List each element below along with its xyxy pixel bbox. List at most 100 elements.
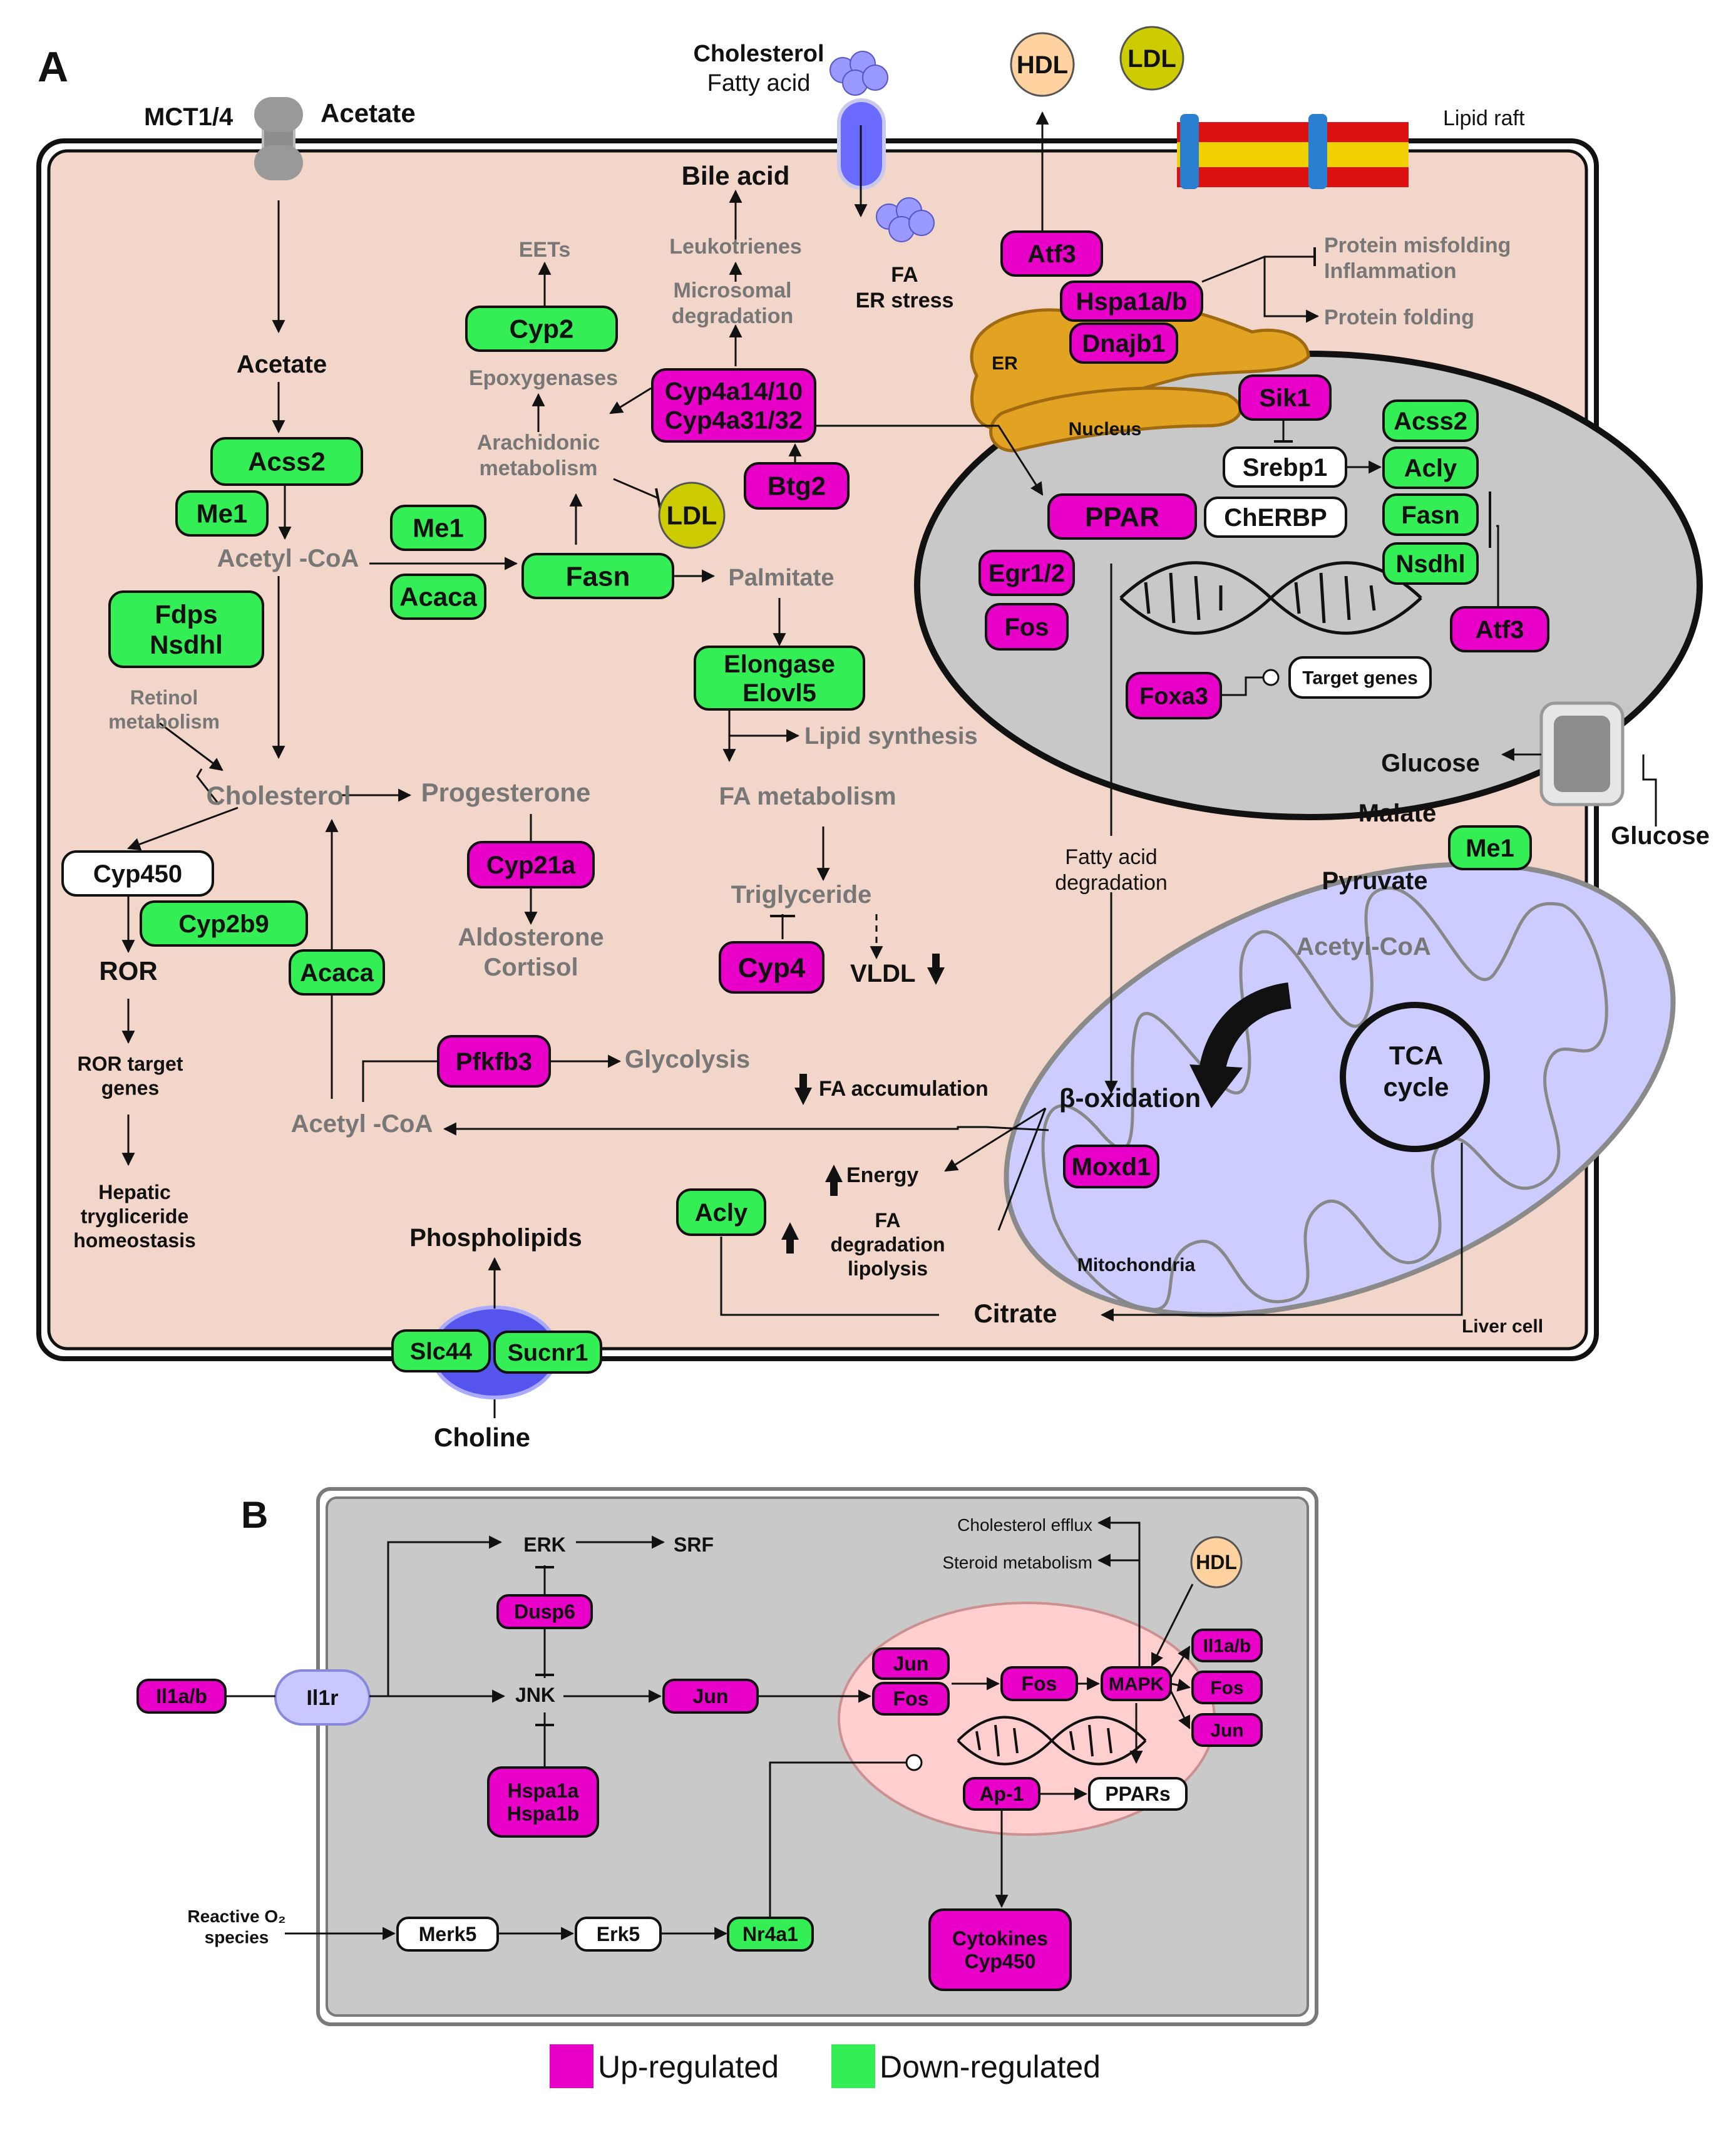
- label-l-faaccum: FA accumulation: [819, 1077, 989, 1101]
- gene-node-label: Slc44: [410, 1339, 472, 1365]
- gene-node-label: Cyp21a: [486, 852, 576, 879]
- gene-node-label: ChERBP: [1224, 504, 1327, 532]
- connector: [997, 1108, 1047, 1231]
- gene-node-label: Il1a/b: [156, 1685, 207, 1707]
- label-l-malate: Malate: [1358, 800, 1437, 827]
- label-l-glucose-out: Glucose: [1611, 822, 1710, 850]
- mct-transporter: [254, 97, 303, 180]
- badge-label: Il1r: [306, 1686, 338, 1710]
- mitochondrion: [1004, 862, 1676, 1317]
- badge-l-ldl-top: LDL: [1119, 26, 1184, 91]
- gene-node-label: Atf3: [1476, 616, 1524, 644]
- label-lb-erk: ERK: [523, 1533, 566, 1556]
- gene-node-a-moxd1: Moxd1: [1063, 1145, 1159, 1188]
- connector: [1170, 1678, 1191, 1692]
- dna-helix-a: [1119, 561, 1422, 635]
- gene-node-label: Pfkfb3: [456, 1048, 532, 1076]
- badge-l-hdl-top: HDL: [1010, 32, 1075, 97]
- label-l-ror: ROR: [99, 956, 157, 986]
- gene-node-label: Jun: [1210, 1721, 1243, 1741]
- pathway-connectors: [121, 111, 1657, 1940]
- label-l-folding: Protein folding: [1324, 306, 1474, 329]
- connector: [127, 806, 239, 851]
- gene-node-b-il1ab-right: Il1a/b: [1191, 1629, 1263, 1662]
- gene-node-label: Cyp2: [510, 314, 574, 344]
- il1r-receptor: [274, 1669, 371, 1726]
- label-lb-cholefflux: Cholesterol efflux: [957, 1515, 1092, 1535]
- gene-node-label: Me1: [197, 499, 248, 528]
- legend-down-swatch: [831, 2044, 875, 2088]
- down-arrow-icon: [927, 954, 945, 985]
- gene-node-b-fos-right: Fos: [1191, 1671, 1263, 1704]
- label-l-acetylcoa3: Acetyl-CoA: [1296, 933, 1431, 960]
- membrane-decorations: [254, 51, 1625, 1766]
- label-l-cholesterol: Cholesterol: [206, 781, 351, 810]
- label-l-betaox: β-oxidation: [1059, 1083, 1201, 1113]
- panel-label-b: B: [241, 1494, 268, 1536]
- gene-node-b-jun-right: Jun: [1191, 1713, 1263, 1747]
- gene-node-label: Erk5: [597, 1923, 640, 1945]
- label-l-bileacid: Bile acid: [682, 161, 790, 190]
- gene-node-b-fos-nuc-m: Fos: [1000, 1666, 1078, 1701]
- label-l-mct: MCT1/4: [144, 103, 234, 131]
- gene-node-a-sik1: Sik1: [1238, 374, 1332, 421]
- gene-node-a-acaca-mid: Acaca: [390, 574, 486, 620]
- dna-helix-b: [957, 1716, 1147, 1766]
- gene-node-a-cyp450: Cyp450: [61, 850, 214, 897]
- gene-node-label: Moxd1: [1072, 1153, 1151, 1181]
- label-l-nucleus: Nucleus: [1069, 419, 1142, 440]
- label-l-acetate: Acetate: [237, 351, 327, 378]
- connector: [769, 1761, 907, 1918]
- gene-node-a-fasn-mid: Fasn: [521, 553, 674, 599]
- legend-down-label: Down-regulated: [880, 2049, 1101, 2084]
- up-arrow-icon: [825, 1165, 843, 1196]
- label-l-pyruvate: Pyruvate: [1322, 867, 1428, 895]
- gene-node-label: Me1: [413, 513, 464, 543]
- gene-node-label: Jun: [693, 1685, 729, 1707]
- legend: Up-regulated Down-regulated: [550, 2044, 1101, 2088]
- gene-node-a-pfkfb3: Pfkfb3: [437, 1035, 551, 1088]
- label-l-vldl: VLDL: [850, 960, 915, 987]
- badge-label: LDL: [1127, 45, 1176, 73]
- gene-node-label: Fos: [1004, 614, 1049, 641]
- panel-a-background: [36, 138, 1703, 1361]
- gene-node-b-mapk: MAPK: [1101, 1666, 1172, 1701]
- glucose-transporter: [1539, 701, 1625, 806]
- gene-node-label: Cyp2b9: [178, 910, 269, 938]
- gene-node-label: Nr4a1: [742, 1923, 798, 1945]
- connector: [1263, 257, 1320, 323]
- badge-label: HDL: [1196, 1551, 1237, 1573]
- gene-node-label: MAPK: [1109, 1674, 1164, 1695]
- gene-node-a-dnajb1: Dnajb1: [1069, 322, 1178, 364]
- gene-node-a-me1-mid: Me1: [390, 505, 486, 551]
- label-l-eets: EETs: [519, 238, 571, 262]
- gene-node-label: Fos: [1210, 1678, 1243, 1699]
- gene-node-a-acss2-top: Acss2: [210, 437, 363, 486]
- badge-l-ldl-mid: LDL: [658, 481, 726, 549]
- label-l-acetate-top: Acetate: [321, 98, 416, 128]
- gene-node-a-acly-nuc: Acly: [1382, 446, 1479, 489]
- label-l-choline: Choline: [434, 1423, 530, 1452]
- label-l-citrate: Citrate: [973, 1299, 1057, 1328]
- label-l-palmitate: Palmitate: [729, 565, 835, 591]
- label-l-mito: Mitochondria: [1077, 1255, 1196, 1275]
- gene-node-a-me1-right: Me1: [1448, 825, 1532, 870]
- connector: [1496, 525, 1499, 629]
- label-l-acetylcoa2: Acetyl -CoA: [291, 1110, 433, 1138]
- gene-node-a-ppar: PPAR: [1047, 493, 1197, 540]
- gene-node-label: Cyp450: [93, 860, 182, 888]
- gene-node-label: Acss2: [248, 447, 326, 476]
